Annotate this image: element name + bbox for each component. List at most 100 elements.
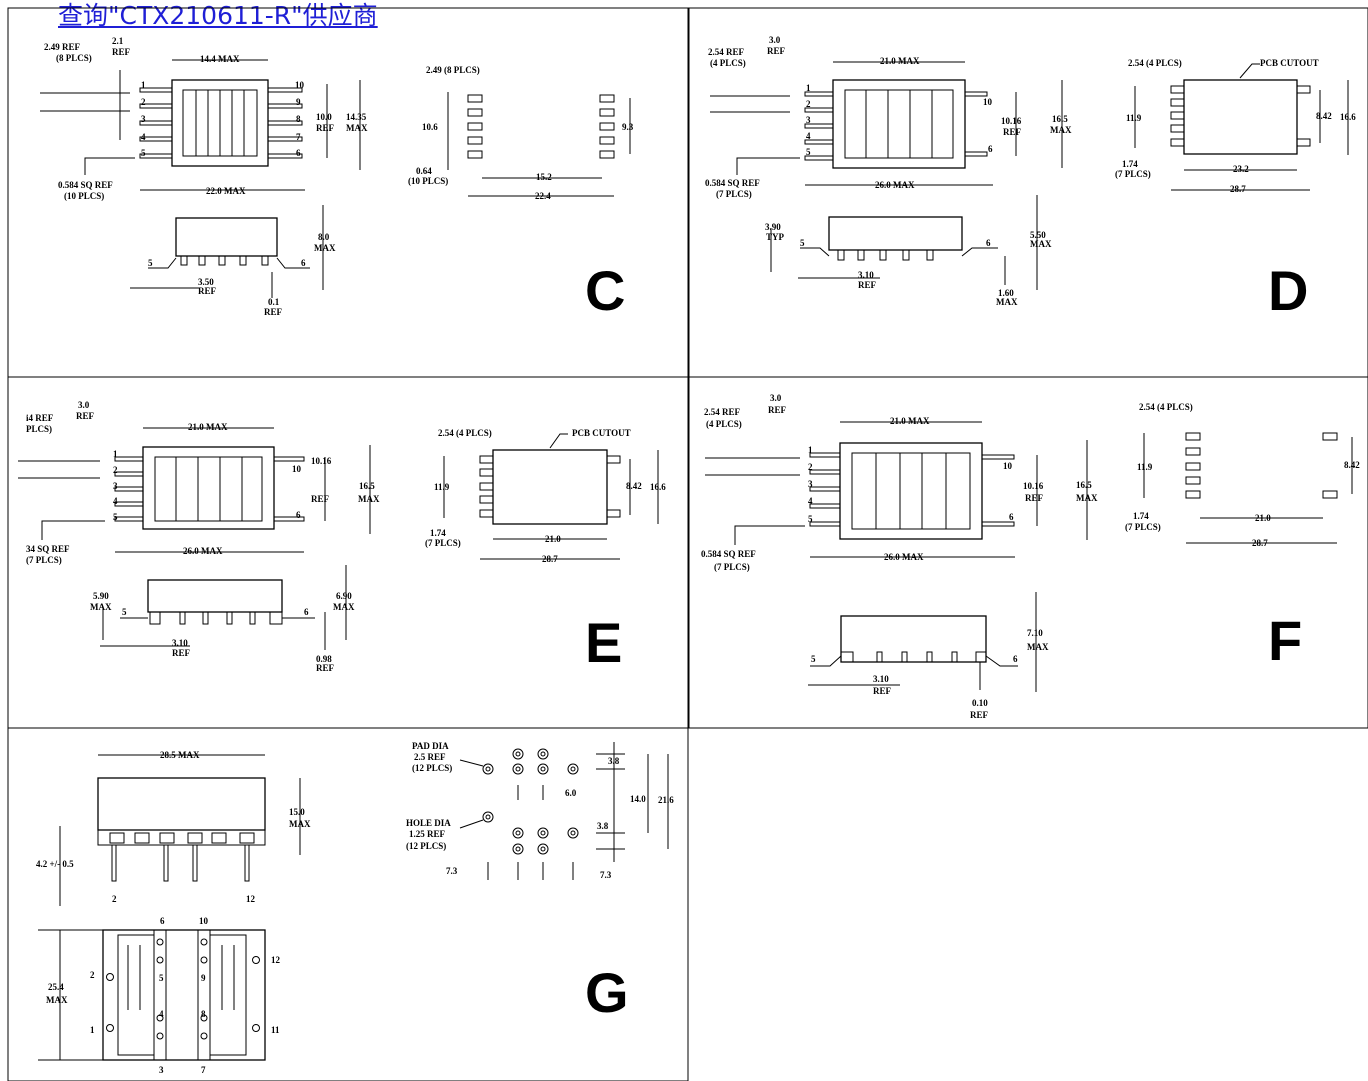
f-labels-label: 11.9 [1137, 462, 1153, 472]
f-labels-label: (7 PLCS) [1125, 522, 1161, 532]
g-labels-label: 2 [112, 894, 117, 904]
g-labels-label: 1.25 REF [409, 829, 446, 839]
e-labels-label: PLCS) [26, 424, 52, 434]
c-pad-layout [447, 92, 631, 197]
c-pins-left-label: 3 [141, 114, 146, 124]
f-labels-label: REF [768, 405, 787, 415]
d-labels-label: (4 PLCS) [710, 58, 746, 68]
g-pins-left-label: 2 [90, 970, 95, 980]
d-labels-label: TYP [766, 232, 785, 242]
e-labels-label: i4 REF [26, 413, 54, 423]
f-pins-right-label: 6 [1009, 512, 1014, 522]
c-pins-left-label: 5 [141, 148, 146, 158]
d-pins-right-label: 10 [983, 97, 993, 107]
e-labels-label: 21.0 [545, 534, 561, 544]
g-letter: G [585, 961, 629, 1024]
f-labels-label: (4 PLCS) [706, 419, 742, 429]
f-labels-label: 1.74 [1133, 511, 1149, 521]
d-pins-left-label: 5 [806, 147, 811, 157]
d-labels-label: 1.74 [1122, 159, 1138, 169]
panel-g: G [38, 742, 669, 1061]
c-labels-label: (8 PLCS) [56, 53, 92, 63]
d-labels-label: 23.2 [1233, 164, 1249, 174]
g-pins-inner-label: 8 [201, 1009, 206, 1019]
d-side-pins-label: 5 [800, 238, 805, 248]
g-pins-bottom-label: 7 [201, 1065, 206, 1075]
d-labels-label: MAX [1050, 125, 1072, 135]
c-labels-label: REF [198, 286, 217, 296]
e-labels-label: 8.42 [626, 481, 642, 491]
e-labels-label: 0.98 [316, 654, 332, 664]
c-labels-label: 0.584 SQ REF [58, 180, 113, 190]
c-labels-label: (10 PLCS) [64, 191, 104, 201]
c-labels-label: 0.64 [416, 166, 432, 176]
g-labels-label: (12 PLCS) [406, 841, 446, 851]
g-pins-inner-label: 4 [159, 1009, 164, 1019]
e-pins-left-label: 3 [113, 481, 118, 491]
g-pins-right-label: 11 [271, 1025, 280, 1035]
d-pins-left-label: 1 [806, 83, 811, 93]
f-labels-label: 2.54 (4 PLCS) [1139, 402, 1193, 412]
f-labels-label: MAX [1076, 493, 1098, 503]
d-labels-label: REF [1003, 127, 1022, 137]
e-labels-label: (7 PLCS) [26, 555, 62, 565]
e-labels-label: 10.16 [311, 456, 332, 466]
e-pins-left-label: 5 [113, 512, 118, 522]
e-labels-label: 11.9 [434, 482, 450, 492]
c-labels-label: 2.49 (8 PLCS) [426, 65, 480, 75]
e-labels-label: 34 SQ REF [26, 544, 70, 554]
d-labels-label: 3.0 [769, 35, 781, 45]
d-labels-label: 2.54 REF [708, 47, 745, 57]
c-pins-right-label: 6 [296, 148, 301, 158]
g-labels-label: 12 [246, 894, 256, 904]
c-labels-label: (10 PLCS) [408, 176, 448, 186]
f-pins-right-label: 10 [1003, 461, 1013, 471]
d-labels-label: (7 PLCS) [716, 189, 752, 199]
f-pins-left-label: 4 [808, 496, 813, 506]
g-labels-label: 3.8 [608, 756, 620, 766]
supplier-query-link[interactable]: 查询"CTX210611-R"供应商 [58, 1, 378, 30]
d-pins-left-label: 3 [806, 115, 811, 125]
d-labels-label: MAX [1030, 239, 1052, 249]
f-letter: F [1268, 609, 1302, 672]
d-labels-label: PCB CUTOUT [1260, 58, 1319, 68]
e-labels-label: REF [172, 648, 191, 658]
e-side-body [147, 579, 283, 613]
e-labels-label: 5.90 [93, 591, 109, 601]
f-side-pins-label: 5 [811, 654, 816, 664]
d-labels-label: 8.42 [1316, 111, 1332, 121]
e-labels-label: 1.74 [430, 528, 446, 538]
f-labels-label: 0.584 SQ REF [701, 549, 756, 559]
c-labels-label: 9.3 [622, 122, 634, 132]
g-labels-label: 6.0 [565, 788, 577, 798]
c-labels-label: REF [264, 307, 283, 317]
f-labels-label: REF [970, 710, 989, 720]
e-pins-left-label: 1 [113, 449, 118, 459]
g-pins-top-label: 10 [199, 916, 209, 926]
g-labels-label: HOLE DIA [406, 818, 451, 828]
e-labels-label: REF [311, 494, 330, 504]
c-labels-label: 8.0 [318, 232, 330, 242]
f-labels-label: 16.5 [1076, 480, 1092, 490]
g-labels-label: MAX [46, 995, 68, 1005]
e-pins-right-label: 6 [296, 510, 301, 520]
c-labels-label: MAX [314, 243, 336, 253]
f-labels-label: (7 PLCS) [714, 562, 750, 572]
g-labels-label: MAX [289, 819, 311, 829]
f-labels-label: 21.0 [1255, 513, 1271, 523]
panel-c: C [40, 59, 631, 322]
c-pins-left-label: 4 [141, 132, 146, 142]
c-pins-right [267, 87, 303, 159]
f-labels-label: 3.10 [873, 674, 889, 684]
e-labels-label: 2.54 (4 PLCS) [438, 428, 492, 438]
c-labels-label: 2.1 [112, 36, 124, 46]
c-labels-label: 22.0 MAX [206, 186, 246, 196]
f-labels-label: 26.0 MAX [884, 552, 924, 562]
d-side-pins-label: 6 [986, 238, 991, 248]
g-side-body [97, 777, 266, 831]
d-labels-label: MAX [996, 297, 1018, 307]
g-labels-label: 15.0 [289, 807, 305, 817]
e-labels-label: 6.90 [336, 591, 352, 601]
